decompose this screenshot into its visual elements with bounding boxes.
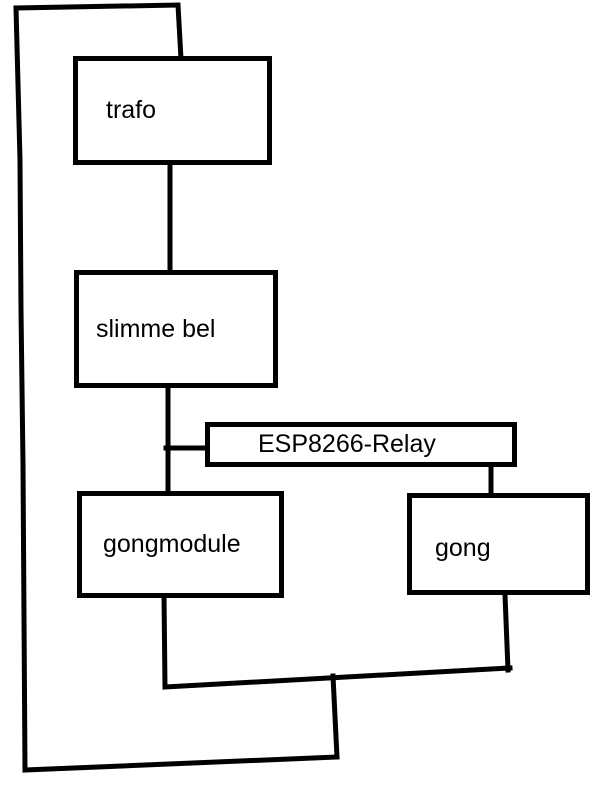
node-gong: gong [407, 493, 590, 595]
node-gongmodule: gongmodule [77, 491, 284, 598]
node-gong-label: gong [435, 533, 491, 562]
node-esp8266-relay: ESP8266-Relay [205, 422, 517, 467]
node-esp8266-relay-label: ESP8266-Relay [258, 430, 436, 458]
node-gongmodule-label: gongmodule [103, 530, 241, 558]
edge-gongmodule-bottom-wire [161, 592, 513, 690]
node-trafo: trafo [73, 56, 272, 165]
edge-gong-to-trafo-loop [13, 2, 340, 773]
edge-gong-bottom-wire [502, 592, 511, 673]
node-slimme-bel-label: slimme bel [96, 314, 216, 343]
node-slimme-bel: slimme bel [74, 270, 278, 388]
node-trafo-label: trafo [106, 96, 157, 124]
